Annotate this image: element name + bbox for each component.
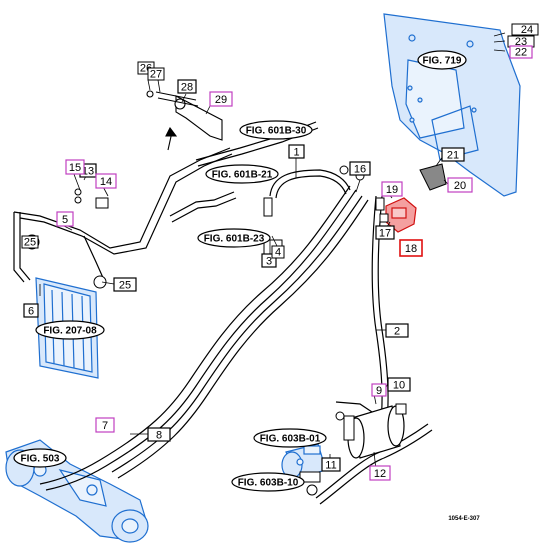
callout-21[interactable]: 21: [441, 147, 465, 162]
callout-label: 28: [181, 82, 193, 94]
callout-label: 25: [24, 237, 36, 249]
fig-ref-603b-01[interactable]: FIG. 603B-01: [253, 428, 327, 448]
callout-label: 10: [393, 380, 405, 392]
callout-29[interactable]: 29: [209, 91, 233, 107]
callout-label: 8: [156, 430, 162, 442]
callout-label: 9: [376, 385, 382, 397]
fig-ref-601b-23[interactable]: FIG. 601B-23: [197, 228, 271, 248]
callout-25b[interactable]: 25: [113, 277, 137, 292]
callout-label: 6: [28, 306, 34, 318]
callout-label: 13: [82, 166, 94, 178]
callout-label: 21: [447, 150, 459, 162]
fig-ref-603b-10[interactable]: FIG. 603B-10: [231, 472, 305, 492]
callout-8[interactable]: 8: [147, 427, 171, 442]
callout-label: 16: [354, 164, 366, 176]
callout-label: 15: [69, 162, 81, 174]
callout-label: 20: [454, 180, 466, 192]
callout-label: 2: [394, 326, 400, 338]
steering-pump: [281, 443, 327, 479]
bracket: [146, 90, 223, 151]
callout-1[interactable]: 1: [288, 144, 305, 159]
callouts-black: 1 2 3 4 6 8 10 11 13 16 17 21 23 24 25 2…: [21, 23, 539, 472]
callout-22[interactable]: 22: [509, 45, 533, 59]
callout-label: 23: [515, 36, 527, 48]
callout-19[interactable]: 19: [381, 181, 403, 197]
callout-9[interactable]: 9: [371, 383, 387, 397]
fig-ref-label: FIG. 603B-01: [260, 434, 321, 445]
callout-5[interactable]: 5: [56, 211, 74, 227]
callout-24[interactable]: 24: [511, 23, 539, 36]
callout-25a[interactable]: 25: [21, 235, 39, 249]
fig-ref-719[interactable]: FIG. 719: [417, 50, 467, 70]
fig-ref-label: FIG. 603B-10: [238, 478, 299, 489]
callout-label: 19: [386, 184, 398, 196]
fig-ref-label: FIG. 207-08: [43, 326, 97, 337]
fig-ref-207-08[interactable]: FIG. 207-08: [35, 320, 105, 340]
callout-label: 11: [325, 460, 336, 472]
callout-27[interactable]: 27: [147, 67, 165, 81]
callout-2[interactable]: 2: [385, 323, 409, 338]
fig-ref-503[interactable]: FIG. 503: [13, 448, 67, 468]
callout-label: 1: [293, 147, 299, 159]
callout-15[interactable]: 15: [65, 159, 85, 175]
fig-ref-601b-21[interactable]: FIG. 601B-21: [205, 164, 279, 184]
fig-ref-label: FIG. 601B-30: [246, 126, 307, 137]
fig-ref-label: FIG. 503: [21, 454, 60, 465]
callout-20[interactable]: 20: [447, 177, 473, 193]
callout-6[interactable]: 6: [23, 303, 39, 318]
fig-ref-label: FIG. 601B-21: [212, 170, 273, 181]
callout-17[interactable]: 17: [375, 225, 395, 240]
fittings: [24, 163, 447, 496]
callout-label: 4: [275, 247, 281, 259]
fig-ref-label: FIG. 601B-23: [204, 234, 265, 245]
callout-label: 22: [515, 47, 527, 59]
callout-label: 12: [374, 468, 386, 480]
callout-label: 25: [119, 280, 131, 292]
callout-14[interactable]: 14: [95, 173, 117, 189]
callout-label: 7: [102, 420, 108, 432]
callouts-magenta: 5 7 9 12 14 15 19 20 22 29: [56, 45, 533, 481]
callout-16[interactable]: 16: [349, 161, 371, 176]
fig-ref-label: FIG. 719: [423, 56, 462, 67]
callout-28[interactable]: 28: [177, 79, 197, 94]
figure-refs: FIG. 719 FIG. 601B-30 FIG. 601B-21 FIG. …: [13, 50, 467, 492]
callout-label: 29: [215, 94, 227, 106]
callout-label: 24: [521, 24, 533, 36]
callout-label: 3: [266, 256, 272, 268]
callout-11[interactable]: 11: [321, 457, 341, 472]
callout-18-highlight[interactable]: 18: [399, 239, 423, 257]
callout-label: 18: [405, 243, 417, 255]
fig-ref-601b-30[interactable]: FIG. 601B-30: [239, 120, 313, 140]
callout-10[interactable]: 10: [387, 377, 411, 392]
callout-label: 27: [150, 69, 162, 81]
callout-4[interactable]: 4: [271, 245, 285, 259]
callout-label: 5: [62, 214, 68, 226]
drawing-code: 1054-E-307: [448, 516, 480, 522]
callout-12[interactable]: 12: [369, 465, 391, 481]
callout-7[interactable]: 7: [95, 417, 115, 433]
callout-label: 17: [379, 228, 391, 240]
callout-label: 14: [100, 176, 112, 188]
